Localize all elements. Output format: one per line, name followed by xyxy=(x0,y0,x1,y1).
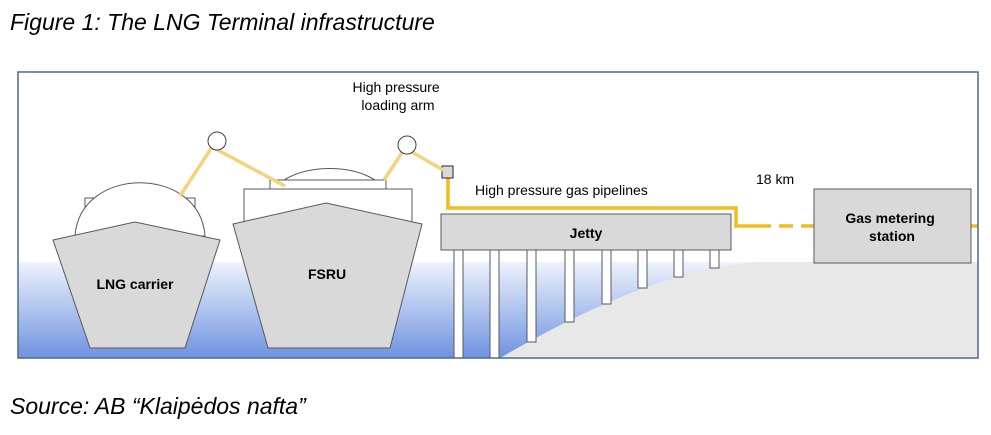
jetty-deck xyxy=(440,213,732,251)
jetty-pile xyxy=(489,249,500,359)
lng-carrier-hull xyxy=(52,221,221,349)
jetty-pile xyxy=(526,249,537,343)
arm-joint-left xyxy=(207,131,227,151)
jetty-label: Jetty xyxy=(570,225,603,241)
loading-arm-right xyxy=(382,145,444,181)
metering-station-label-line2: station xyxy=(869,228,915,244)
figure-source: Source: AB “Klaipėdos nafta” xyxy=(10,393,306,419)
pipelines-label: High pressure gas pipelines xyxy=(475,182,648,198)
jetty-pile xyxy=(601,249,612,305)
fsru-deck xyxy=(269,179,387,190)
loading-arm-label: High pressure loading arm xyxy=(352,79,443,113)
pipeline-connector xyxy=(441,165,454,179)
loading-arm-label-line2: loading arm xyxy=(361,97,434,113)
diagram-frame xyxy=(17,71,979,359)
metering-station-label: Gas metering station xyxy=(845,210,938,244)
fsru-label: FSRU xyxy=(308,266,346,282)
lng-carrier: LNG carrier xyxy=(52,182,221,349)
jetty-pile xyxy=(637,249,648,289)
gas-pipeline xyxy=(446,178,757,228)
lng-carrier-label: LNG carrier xyxy=(96,276,174,292)
jetty-pile xyxy=(673,249,684,278)
arm-joint-right xyxy=(397,135,417,155)
distance-label: 18 km xyxy=(756,171,794,187)
fsru: FSRU xyxy=(232,168,423,349)
loading-arm-label-line1: High pressure xyxy=(352,79,439,95)
jetty-pile xyxy=(453,249,464,359)
lng-carrier-dome xyxy=(74,182,206,237)
figure-title: Figure 1: The LNG Terminal infrastructur… xyxy=(10,9,435,35)
fsru-hull xyxy=(232,202,423,349)
jetty-pile xyxy=(709,249,720,269)
gas-metering-station xyxy=(813,188,972,264)
shore xyxy=(500,262,978,358)
jetty-pile xyxy=(564,249,575,323)
metering-station-label-line1: Gas metering xyxy=(845,210,934,226)
